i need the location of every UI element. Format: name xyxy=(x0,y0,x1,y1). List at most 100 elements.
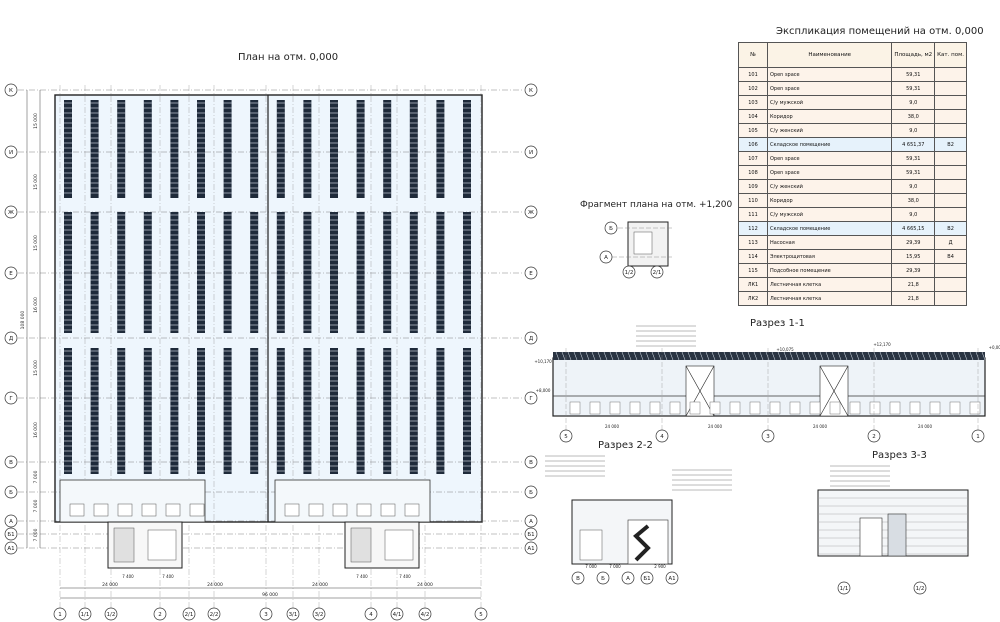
cell-name: С/у мужской xyxy=(766,95,893,110)
office-room xyxy=(356,503,372,517)
stair-flight xyxy=(113,527,135,563)
section-2-2-axis-bubble xyxy=(640,571,654,585)
storage-rack xyxy=(197,100,205,198)
storage-rack xyxy=(250,100,259,198)
storage-rack xyxy=(383,212,392,333)
office-room xyxy=(141,503,157,517)
section-1-1-door xyxy=(929,401,941,415)
section-1-1-door xyxy=(949,401,961,415)
section-2-2-title: Разрез 2-2 xyxy=(598,440,653,451)
section-1-1-door xyxy=(569,401,581,415)
truss-web xyxy=(801,351,806,361)
section-2-2-dim: 2 900 xyxy=(654,564,666,569)
office-room xyxy=(189,503,205,517)
section-1-1-level: +8,000 xyxy=(536,388,551,393)
section-3-3-axis-bubble-label: 1/2 xyxy=(916,586,925,592)
row-axis-bubble-left-label: Б xyxy=(9,490,13,496)
row-axis-bubble-left xyxy=(4,527,18,541)
row-axis-bubble-left-label: К xyxy=(9,88,13,94)
section-1-1-level: +12,170 xyxy=(873,342,891,347)
row-axis-bubble-right xyxy=(524,391,538,405)
storage-rack xyxy=(330,212,338,333)
truss-web xyxy=(633,351,638,361)
truss-web xyxy=(765,351,770,361)
col-axis-bubble-label: 4/2 xyxy=(421,612,430,618)
truss-web xyxy=(711,351,716,361)
truss-web xyxy=(657,351,662,361)
cell-num: 104 xyxy=(738,109,768,124)
cell-num: 111 xyxy=(738,207,768,222)
section-2-2-axis-bubble xyxy=(596,571,610,585)
office-room xyxy=(117,503,133,517)
col-axis-bubble xyxy=(182,607,196,621)
fragment-axis-bubble-label: 1/2 xyxy=(625,270,634,276)
col-axis-bubble xyxy=(474,607,488,621)
storage-rack xyxy=(463,212,471,333)
section-1-1-dim: 24 000 xyxy=(813,424,827,429)
section-1-1-door xyxy=(809,401,821,415)
truss-web xyxy=(591,351,596,361)
col-axis-bubble-label: 2 xyxy=(158,612,162,618)
cell-area: 29,39 xyxy=(891,235,936,250)
row-axis-bubble-right xyxy=(524,266,538,280)
truss-web xyxy=(849,351,854,361)
row-axis-bubble-right xyxy=(524,205,538,219)
section-2-2-dim: 7 000 xyxy=(585,564,597,569)
storage-rack xyxy=(250,212,259,333)
office-room xyxy=(404,503,420,517)
truss-web xyxy=(927,351,932,361)
truss-web xyxy=(753,351,758,361)
section-3-3-title: Разрез 3-3 xyxy=(872,450,927,461)
office-room xyxy=(165,503,181,517)
cell-cat xyxy=(934,207,967,222)
truss-web xyxy=(777,351,782,361)
storage-rack xyxy=(197,212,205,333)
truss-web xyxy=(675,351,680,361)
section-1-1-axis-bubble-label: 2 xyxy=(872,434,876,440)
cell-area: 21,8 xyxy=(891,291,936,306)
storage-rack xyxy=(143,100,152,198)
fragment-title: Фрагмент плана на отм. +1,200 xyxy=(580,200,733,210)
truss-web xyxy=(561,351,566,361)
row-axis-bubble-left-label: И xyxy=(9,150,13,156)
section-3-3-stair xyxy=(887,513,907,557)
truss-web xyxy=(981,351,986,361)
cell-num: 113 xyxy=(738,235,768,250)
section-1-1-door xyxy=(649,401,661,415)
truss-web xyxy=(651,351,656,361)
dim-text-bottom-small: 7 400 xyxy=(162,574,174,579)
stair-flight xyxy=(350,527,372,563)
section-2-2-axis-bubble-label: А xyxy=(626,576,630,582)
col-axis-bubble xyxy=(53,607,67,621)
section-1-1-roof-truss xyxy=(553,352,985,360)
col-axis-bubble xyxy=(153,607,167,621)
row-axis-bubble-left xyxy=(4,455,18,469)
truss-web xyxy=(903,351,908,361)
row-axis-bubble-left xyxy=(4,145,18,159)
bracing-diagonal xyxy=(819,365,849,417)
dim-text-left: 15 000 xyxy=(33,360,39,376)
cell-num: 105 xyxy=(738,123,768,138)
row-axis-bubble-right-label: А xyxy=(529,519,533,525)
truss-web xyxy=(663,351,668,361)
cell-cat xyxy=(934,193,967,208)
truss-web xyxy=(867,351,872,361)
cell-area: 38,0 xyxy=(891,193,936,208)
col-axis-bubble-label: 3/1 xyxy=(289,612,298,618)
truss-web xyxy=(885,351,890,361)
col-axis-bubble xyxy=(418,607,432,621)
row-axis-bubble-right-label: А1 xyxy=(527,546,534,552)
truss-web xyxy=(717,351,722,361)
col-axis-bubble xyxy=(259,607,273,621)
cell-cat xyxy=(934,109,967,124)
truss-web xyxy=(837,351,842,361)
office-room xyxy=(69,503,85,517)
storage-rack xyxy=(143,212,152,333)
storage-rack xyxy=(170,100,179,198)
row-axis-bubble-left-label: Г xyxy=(9,396,13,402)
section-1-1-door xyxy=(849,401,861,415)
section-2-2-axis-bubble xyxy=(665,571,679,585)
